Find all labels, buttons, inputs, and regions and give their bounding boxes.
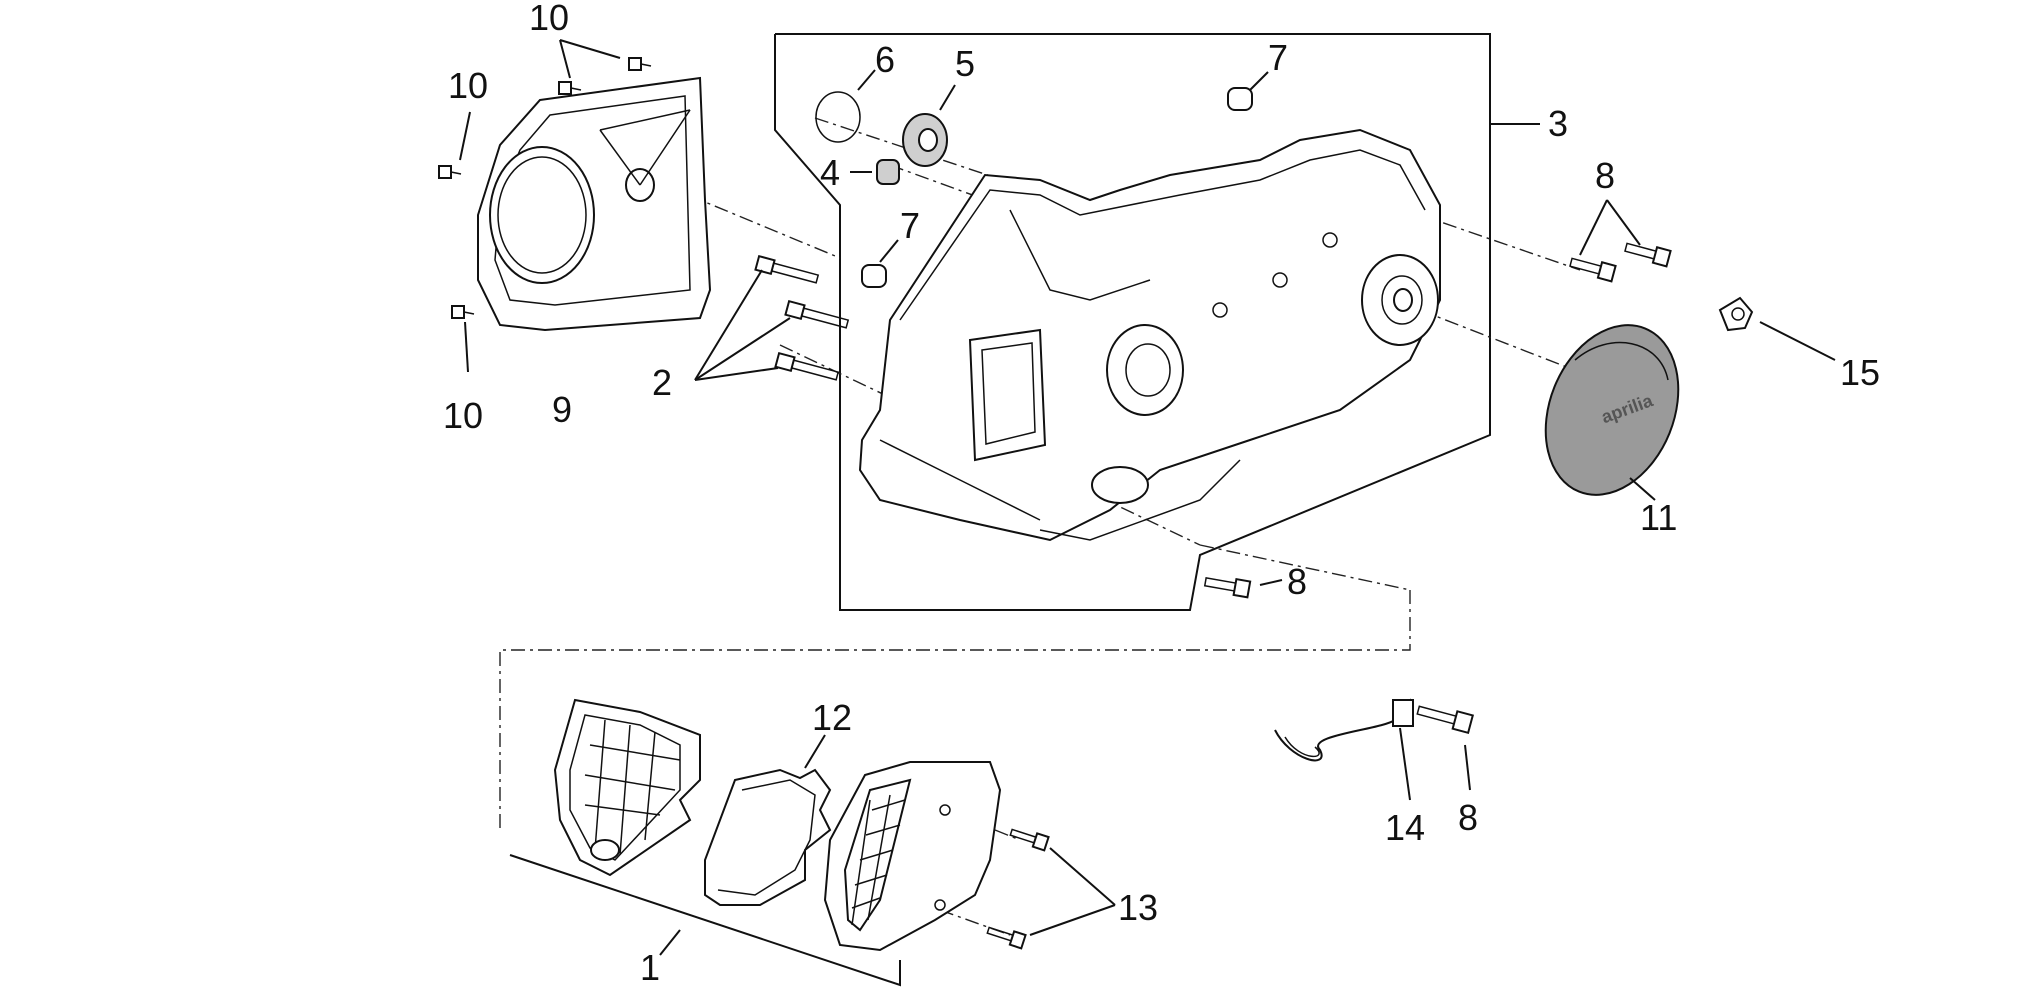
part-6-circlip [815,69,876,143]
callout-10-top: 10 [529,0,569,38]
part-14-hook-bracket [1274,698,1414,801]
part-12-filter [704,734,832,906]
leader-1 [659,929,681,956]
part-7-dowel-lower [861,239,899,288]
callout-7-upper: 7 [1268,37,1288,78]
part-15-clip [1718,296,1836,361]
part-2-bolts [694,254,850,381]
part-4-bush [850,159,900,185]
part-3-crankcase-cover [858,128,1441,542]
callout-3: 3 [1548,103,1568,144]
callout-2: 2 [652,362,672,403]
part-10-screws [438,39,652,373]
callout-5: 5 [955,43,975,84]
callout-10-left: 10 [448,65,488,106]
callout-4: 4 [820,152,840,193]
air-intake-cover-right [823,761,1002,952]
callout-6: 6 [875,39,895,80]
callout-11: 11 [1640,497,1677,538]
callout-12: 12 [812,697,852,738]
callout-labels: 1 2 3 4 5 6 7 7 8 8 8 9 10 10 10 11 12 1… [443,0,1880,988]
part-5-seal [902,84,956,167]
callout-8-bracket: 8 [1458,797,1478,838]
part-13-screws [986,828,1116,950]
assembly-1-bracket [509,854,901,987]
callout-14: 14 [1385,807,1425,848]
callout-7-lower: 7 [900,205,920,246]
callout-1: 1 [640,947,660,988]
part-11-branded-cover: aprilia [1544,324,1680,501]
part-8-bolts [1203,199,1672,791]
callout-9: 9 [552,389,572,430]
part-7-dowel-upper [1227,71,1269,111]
part-9-cover-plate [477,76,712,332]
callout-10-bottom: 10 [443,395,483,436]
air-intake-housing-left [553,698,701,877]
callout-8-right: 8 [1595,155,1615,196]
callout-8-lower: 8 [1287,561,1307,602]
callout-15: 15 [1840,352,1880,393]
assembly-3-bracket [774,33,1491,611]
callout-13: 13 [1118,887,1158,928]
